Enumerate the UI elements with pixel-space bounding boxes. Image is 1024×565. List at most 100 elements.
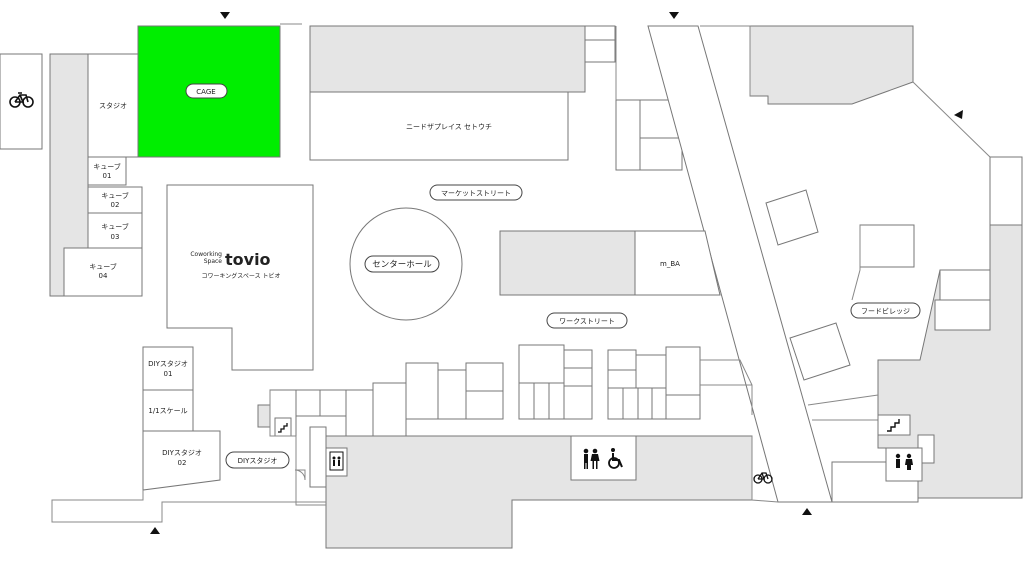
center-hall-label: センターホール [372, 260, 432, 270]
cube03-number: 03 [111, 233, 120, 241]
room-b2 [437, 369, 467, 420]
room-cube-01 [87, 156, 127, 186]
entrance-arrow-top-mid [669, 12, 679, 19]
wheelchair-icon [608, 448, 623, 469]
room-right-2 [939, 269, 991, 301]
coworking-label: Coworking [190, 251, 222, 258]
room-c6 [548, 382, 565, 420]
bicycle-icon [9, 92, 34, 108]
stairs-icon-left [278, 423, 288, 433]
room-d1 [607, 349, 637, 371]
room-b4 [465, 390, 504, 420]
diy01-number: 01 [164, 370, 173, 378]
room-d4 [665, 346, 701, 396]
room-d9 [665, 394, 701, 420]
stair-room-left [274, 417, 292, 437]
room-b10 [257, 404, 271, 428]
room-b3 [465, 362, 504, 392]
room-c4 [518, 382, 535, 420]
room-c3 [563, 367, 593, 387]
room-right-3 [934, 299, 991, 331]
bicycle-icon-bottom [753, 472, 773, 484]
restroom-center [570, 435, 637, 481]
diy-studio-label: DIYスタジオ [238, 456, 278, 465]
cube04-number: 04 [99, 272, 108, 280]
room-d2 [607, 369, 637, 389]
room-b7 [295, 389, 321, 417]
market-street-pill [429, 184, 523, 201]
room-coworking-tovio [166, 184, 314, 371]
elevator-room [325, 447, 348, 477]
room-d8 [651, 387, 667, 420]
top-right-grey-block [749, 25, 914, 105]
cube03-label: キューブ [101, 222, 129, 231]
room-b5 [372, 382, 407, 437]
stairs-icon [887, 419, 900, 432]
scale-label: 1/1スケール [148, 407, 187, 415]
elevator-icon [329, 451, 344, 471]
diy02-label: DIYスタジオ [162, 448, 202, 457]
room-cage[interactable] [137, 25, 281, 158]
room-b8 [319, 389, 347, 417]
room-d3 [635, 354, 667, 389]
cube01-number: 01 [103, 172, 112, 180]
room-1-1-scale [142, 389, 194, 432]
room-c1 [518, 344, 565, 384]
room-rotated-2 [789, 322, 851, 381]
cube01-label: キューブ [93, 162, 121, 171]
room-cube-02 [87, 186, 143, 214]
room-b1 [405, 362, 439, 420]
space-label: Space [204, 258, 223, 265]
room-c5 [533, 382, 550, 420]
entrance-arrow-right [954, 110, 963, 119]
food-village-pill [850, 302, 921, 319]
room-needs-the-place [309, 91, 569, 161]
center-hall-pill [364, 255, 440, 273]
restroom-icon-right [895, 453, 913, 470]
room-small-c [639, 137, 683, 171]
top-grey-block [309, 25, 586, 93]
room-diy-studio-02 [142, 430, 221, 491]
room-d6 [622, 387, 639, 420]
room-cube-03 [87, 212, 143, 249]
grey-room-mid [499, 230, 636, 296]
room-c2 [563, 349, 593, 369]
room-studio [87, 53, 139, 158]
restroom-right [885, 447, 923, 482]
diy-studio-pill [225, 451, 290, 469]
stairs-room [877, 414, 911, 436]
cage-pill [185, 83, 228, 99]
small-room-top-2 [584, 25, 616, 41]
diy01-label: DIYスタジオ [148, 359, 188, 368]
work-street-label: ワークストリート [559, 318, 615, 326]
room-d5 [607, 387, 624, 420]
room-small-a [615, 99, 641, 171]
room-b6 [345, 389, 374, 437]
cube02-number: 02 [111, 201, 120, 209]
diy02-number: 02 [178, 459, 187, 467]
studio-label: スタジオ [99, 101, 127, 110]
corridor-small [309, 426, 327, 488]
cage-label: CAGE [196, 88, 215, 96]
bottom-grey-area [325, 435, 753, 549]
market-street-label: マーケットストリート [441, 190, 511, 198]
coworking-jp-label: コワーキングスペース トビオ [201, 272, 280, 280]
m-ba-label: m_BA [660, 260, 680, 268]
entrance-arrow-bottom-left [150, 527, 160, 534]
needs-the-place-label: ニードザプレイス セトウチ [406, 123, 492, 131]
room-right-edge [989, 156, 1023, 226]
small-room-top-1 [584, 39, 616, 63]
restroom-icon-center [583, 448, 600, 469]
room-m-ba [634, 230, 721, 296]
room-right-1 [859, 224, 915, 268]
tovio-logo: tovio [225, 250, 271, 269]
entrance-arrow-bottom-right [802, 508, 812, 515]
entrance-arrow-top-left [220, 12, 230, 19]
cube04-label: キューブ [89, 262, 117, 271]
room-cube-04 [63, 247, 143, 297]
food-village-label: フードビレッジ [861, 307, 910, 316]
work-street-pill [546, 312, 628, 329]
room-c7 [563, 385, 593, 420]
cube02-label: キューブ [101, 191, 129, 200]
